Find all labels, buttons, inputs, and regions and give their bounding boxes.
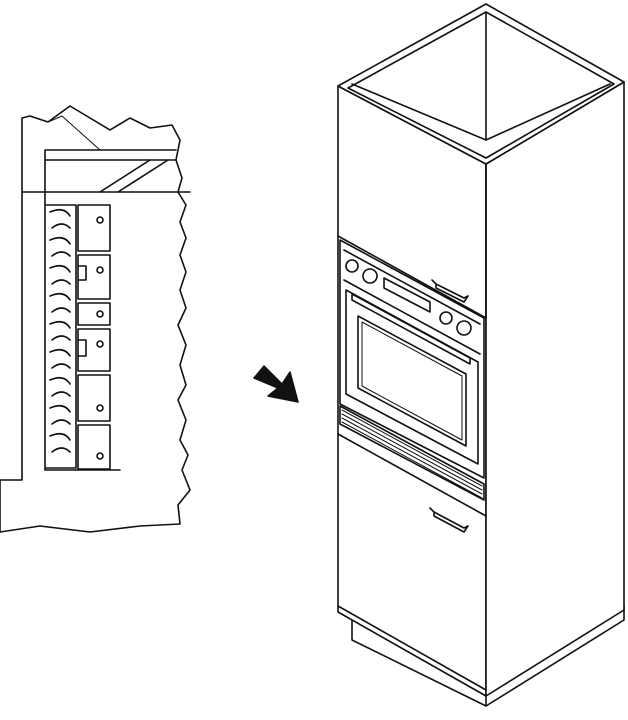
tall-oven-cabinet bbox=[337, 3, 625, 707]
oven-control-panel bbox=[343, 249, 481, 355]
vent-hook bbox=[49, 432, 71, 453]
hinge-notch bbox=[77, 339, 87, 357]
cabinet-top-inner bbox=[351, 11, 611, 141]
vent-hook bbox=[49, 348, 71, 369]
lower-door-outline bbox=[337, 433, 487, 691]
upper-handle bbox=[431, 279, 469, 303]
vent-slat bbox=[341, 417, 483, 495]
vent-grille bbox=[339, 405, 485, 501]
oven-window bbox=[357, 315, 467, 447]
vent-hook bbox=[49, 320, 71, 341]
screw-hole bbox=[96, 216, 104, 224]
vent-slat bbox=[341, 413, 483, 491]
hinge-notch bbox=[77, 265, 87, 281]
oven-display bbox=[383, 277, 431, 313]
vent-hook bbox=[49, 236, 71, 257]
oven-window-inner bbox=[361, 321, 463, 441]
hinge-plate bbox=[77, 424, 111, 470]
vent-hook bbox=[49, 404, 71, 425]
hinge-plate bbox=[77, 328, 111, 372]
side-panel-edge bbox=[44, 191, 121, 471]
oven-knob-left-2 bbox=[362, 268, 378, 284]
lower-door bbox=[337, 433, 487, 691]
hinge-plate bbox=[77, 204, 111, 252]
top-board-bevel bbox=[99, 159, 169, 193]
vent-hook bbox=[49, 376, 71, 397]
hinge-plate bbox=[77, 374, 111, 422]
screw-hole bbox=[96, 404, 104, 412]
oven-door-handle bbox=[351, 293, 471, 365]
oven-knob-left-1 bbox=[345, 259, 359, 273]
screw-hole bbox=[96, 266, 104, 274]
vent-hook bbox=[49, 264, 71, 285]
vent-slat bbox=[341, 421, 483, 499]
cabinet-top-opening bbox=[347, 11, 615, 159]
hinge-plates bbox=[77, 204, 111, 470]
oven-knob-right-2 bbox=[456, 320, 472, 336]
vent-strip-outline bbox=[45, 204, 77, 469]
hinge-plate bbox=[77, 302, 111, 326]
vent-hooks bbox=[49, 208, 71, 453]
lower-door-handle bbox=[429, 507, 469, 533]
hinge-detail-view bbox=[0, 105, 191, 533]
top-board-back bbox=[47, 115, 101, 151]
hinge-plate bbox=[77, 254, 111, 300]
vent-hook bbox=[49, 292, 71, 313]
oven-knob-right-1 bbox=[439, 311, 453, 325]
built-in-oven bbox=[339, 239, 485, 479]
screw-hole bbox=[96, 452, 104, 460]
upper-panel-edge bbox=[337, 235, 487, 319]
arrow-right-down-icon bbox=[253, 365, 299, 403]
vent-slat bbox=[341, 409, 483, 487]
top-board bbox=[21, 149, 191, 193]
vent-grille-frame bbox=[339, 405, 485, 501]
screw-hole bbox=[96, 310, 104, 318]
vent-hook bbox=[49, 208, 71, 229]
screw-hole bbox=[96, 340, 104, 348]
oven-frame bbox=[339, 239, 485, 479]
cabinet-side-face bbox=[485, 81, 625, 697]
vent-strip bbox=[45, 204, 77, 469]
